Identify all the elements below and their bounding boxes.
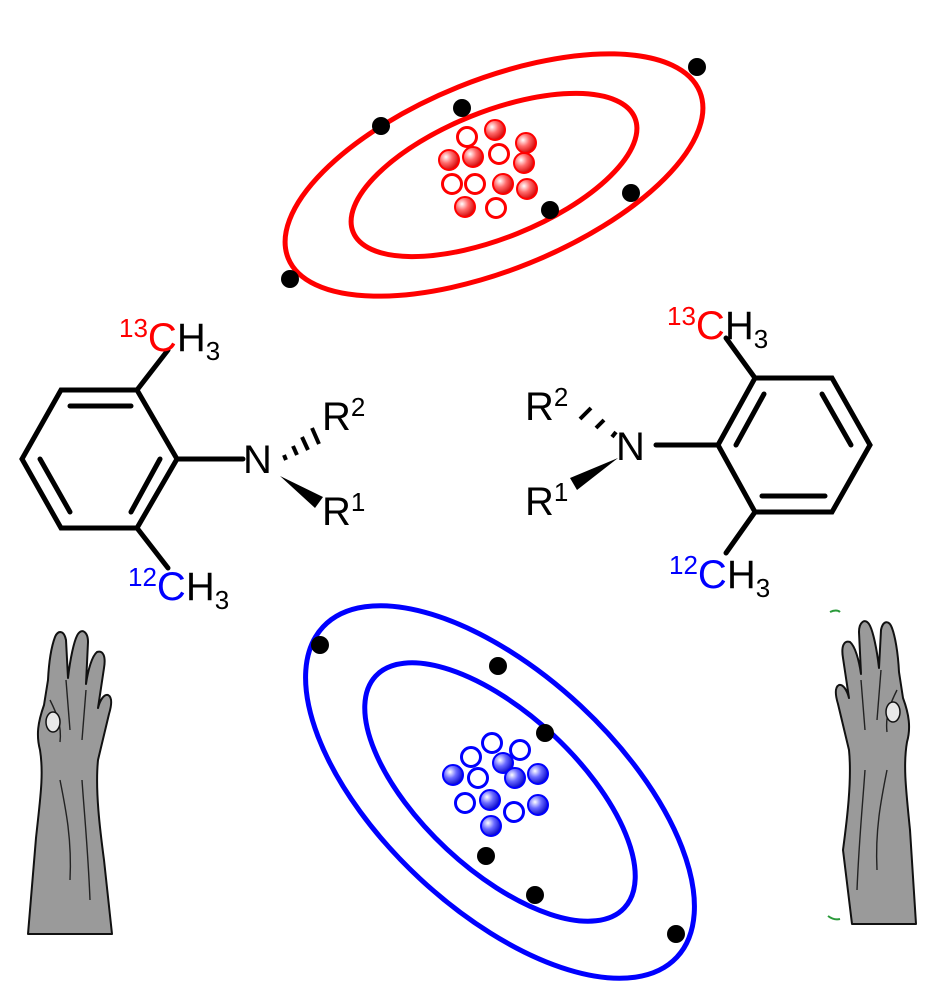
proton [492,173,514,195]
electron [667,925,685,943]
inner-electron-shell [348,90,640,260]
wedge-bond [570,458,618,490]
outer-electron-shell [282,51,706,299]
neutron [456,126,478,148]
electron [453,99,471,117]
proton [479,789,501,811]
electron [311,636,329,654]
top-methyl-label: 13CH3 [667,301,768,354]
nucleus [442,732,549,837]
bond-ring-ch3-top [134,347,171,393]
proton [527,794,549,816]
proton [492,752,514,774]
neutron [485,197,507,219]
hashed-bond [578,406,618,439]
proton [462,146,484,168]
r2-label: R2 [322,392,365,439]
bottom-methyl-label: 12CH3 [128,562,229,615]
bond-ring-ch3-top [723,335,758,381]
neutron [488,143,510,165]
electron [688,58,706,76]
r2-label: R2 [525,382,568,429]
electron [536,724,554,742]
r1-label: R1 [322,487,365,534]
neutron [467,767,489,789]
neutron [481,732,503,754]
neutron [460,746,482,768]
nitrogen-label: N [243,438,272,482]
neutron [509,739,531,761]
neutron [454,792,476,814]
proton [515,132,537,154]
top-methyl-label: 13CH3 [119,313,220,366]
neutron [503,801,525,823]
electron [541,201,559,219]
right-molecule: 13CH3 12CH3 N R2 R1 [525,301,873,603]
proton [484,119,506,141]
left-hand-icon [27,630,113,935]
hashed-bond [282,427,321,461]
nucleus [438,119,538,219]
neutron [441,173,463,195]
electron [489,657,507,675]
outer-electron-shell [303,603,697,981]
neutron [464,173,486,195]
carbon-12-atom [303,603,697,981]
electron [477,847,495,865]
electrons [311,636,685,943]
r1-label: R1 [525,477,568,524]
electron [622,184,640,202]
proton [442,764,464,786]
bond-ring-ch3-bottom [134,525,171,571]
proton [480,815,502,837]
left-molecule: 13CH3 12CH3 N R2 R1 [19,313,365,615]
bottom-methyl-label: 12CH3 [669,550,770,603]
proton [516,178,538,200]
benzene-ring [19,387,180,531]
electron [526,886,544,904]
benzene-ring [715,375,873,515]
carbon-13-atom [281,51,706,299]
right-hand-icon [827,609,917,925]
proton [454,196,476,218]
proton [513,152,535,174]
proton [504,767,526,789]
proton [438,149,460,171]
electrons [281,58,706,288]
proton [527,763,549,785]
electron [372,117,390,135]
electron [281,270,299,288]
wedge-bond [280,476,323,508]
nitrogen-label: N [616,425,645,469]
bond-ring-ch3-bottom [723,509,758,556]
